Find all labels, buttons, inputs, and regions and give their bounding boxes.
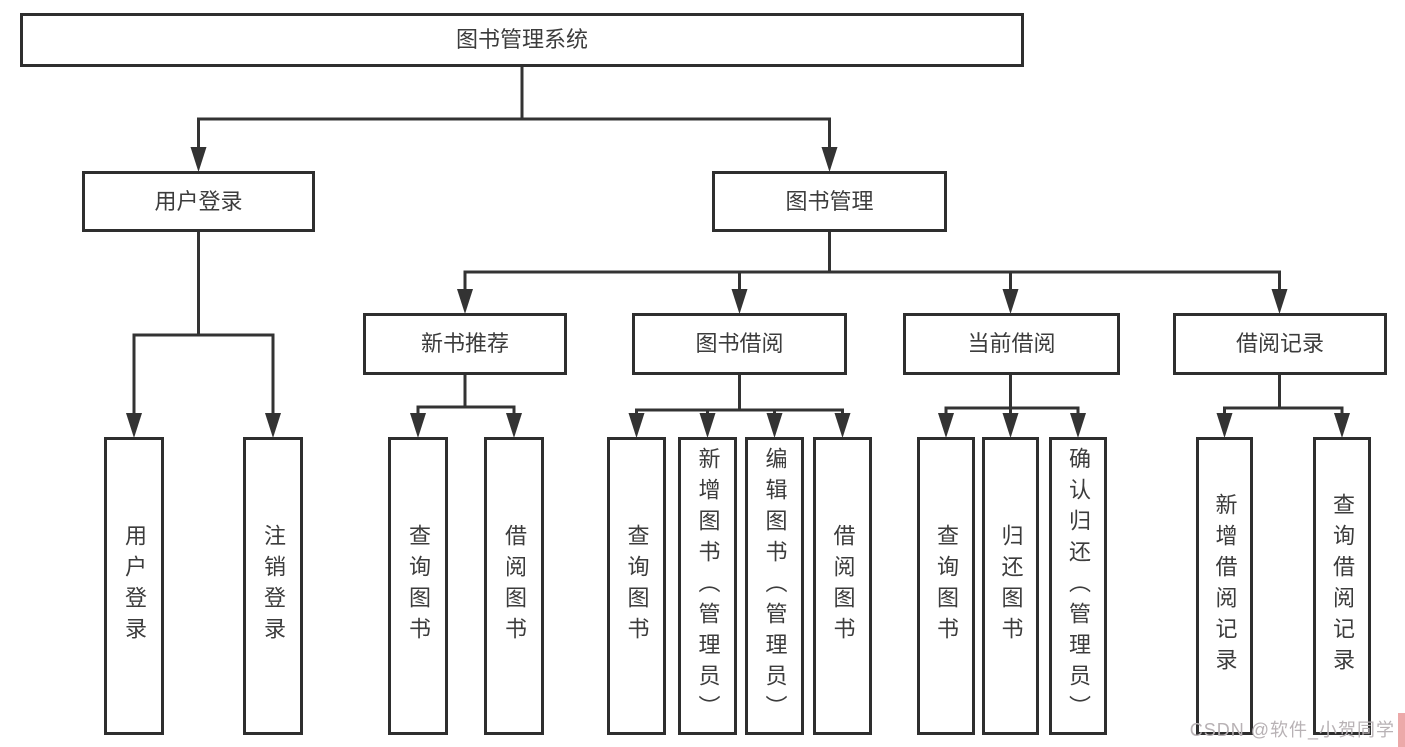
leaf-records-add-record: 新增借阅记录 (1196, 437, 1253, 735)
node-borrow-records: 借阅记录 (1173, 313, 1387, 375)
leaf-records-query-record: 查询借阅记录 (1313, 437, 1371, 735)
node-book-borrow: 图书借阅 (632, 313, 847, 375)
leaf-current-query-books: 查询图书 (917, 437, 975, 735)
leaf-current-confirm-return-admin: 确认归还（管理员） (1049, 437, 1107, 735)
leaf-borrow-add-books-admin: 新增图书（管理员） (678, 437, 737, 735)
csdn-watermark: CSDN @软件_小贺同学 (1189, 720, 1395, 740)
leaf-borrow-edit-books-admin: 编辑图书（管理员） (745, 437, 804, 735)
node-library-system: 图书管理系统 (20, 13, 1024, 67)
leaf-newbook-borrow-books: 借阅图书 (484, 437, 544, 735)
leaf-borrow-borrow-books: 借阅图书 (813, 437, 872, 735)
leaf-borrow-query-books: 查询图书 (607, 437, 666, 735)
node-book-management: 图书管理 (712, 171, 947, 232)
watermark-accent-strip (1398, 713, 1405, 747)
leaf-current-return-books: 归还图书 (982, 437, 1039, 735)
node-new-book-recommend: 新书推荐 (363, 313, 567, 375)
node-current-borrow: 当前借阅 (903, 313, 1120, 375)
leaf-logout: 注销登录 (243, 437, 303, 735)
leaf-user-login: 用户登录 (104, 437, 164, 735)
leaf-newbook-query-books: 查询图书 (388, 437, 448, 735)
node-user-login: 用户登录 (82, 171, 315, 232)
